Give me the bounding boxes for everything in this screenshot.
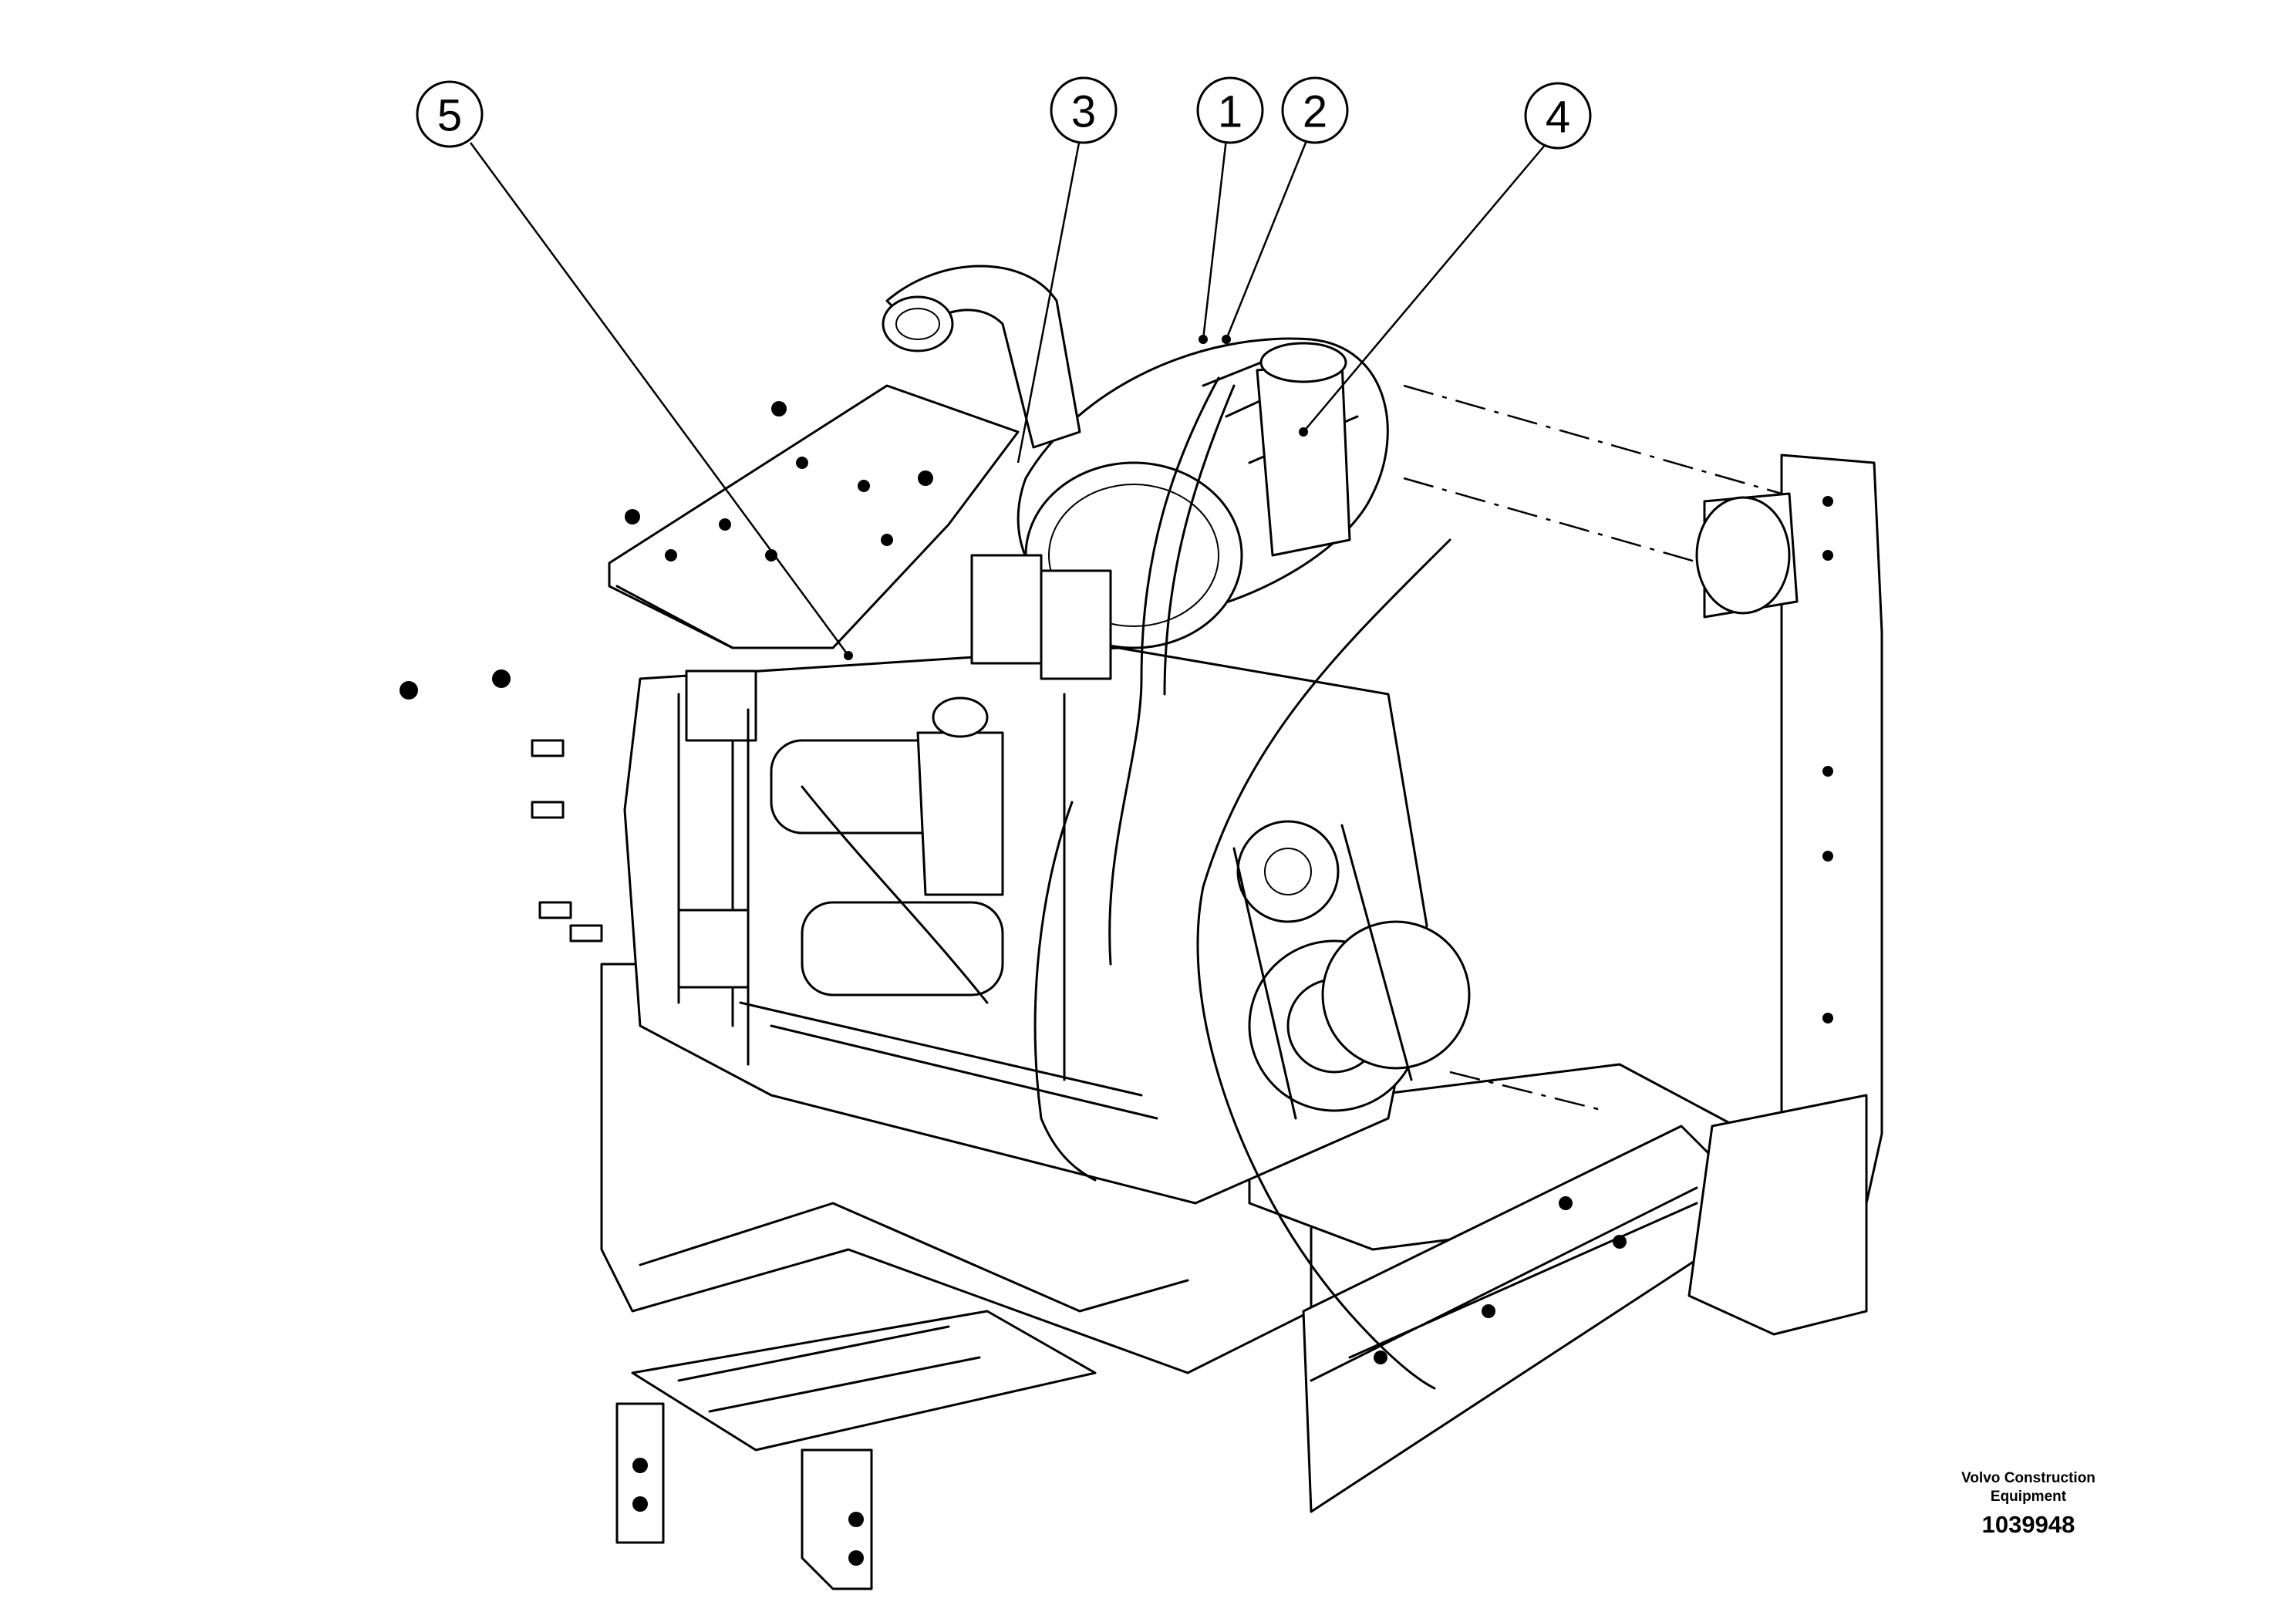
callout-3: 3 [1050,76,1118,144]
top-cover-plate [608,384,1020,649]
company-name-line2: Equipment [1990,1489,2067,1505]
callout-leaders [469,138,1551,660]
callout-3-label: 3 [1071,87,1096,137]
callout-5-label: 5 [437,91,462,141]
drawing-caption: Volvo Construction Equipment 1039948 [1913,1469,2144,1540]
hoses-and-wires [747,376,1451,1390]
callout-1: 1 [1196,76,1264,144]
callout-4: 4 [1524,82,1592,150]
callout-4-label: 4 [1546,93,1570,143]
belt-pulleys [1232,820,1471,1120]
callout-5: 5 [416,80,484,148]
callout-1-label: 1 [1218,87,1242,137]
small-fittings [400,669,603,943]
fuel-filters [916,342,1351,896]
company-name-line1: Volvo Construction [1961,1470,2095,1486]
callout-2: 2 [1281,76,1349,144]
drawing-number: 1039948 [1981,1511,2075,1538]
callout-2-label: 2 [1303,87,1327,137]
